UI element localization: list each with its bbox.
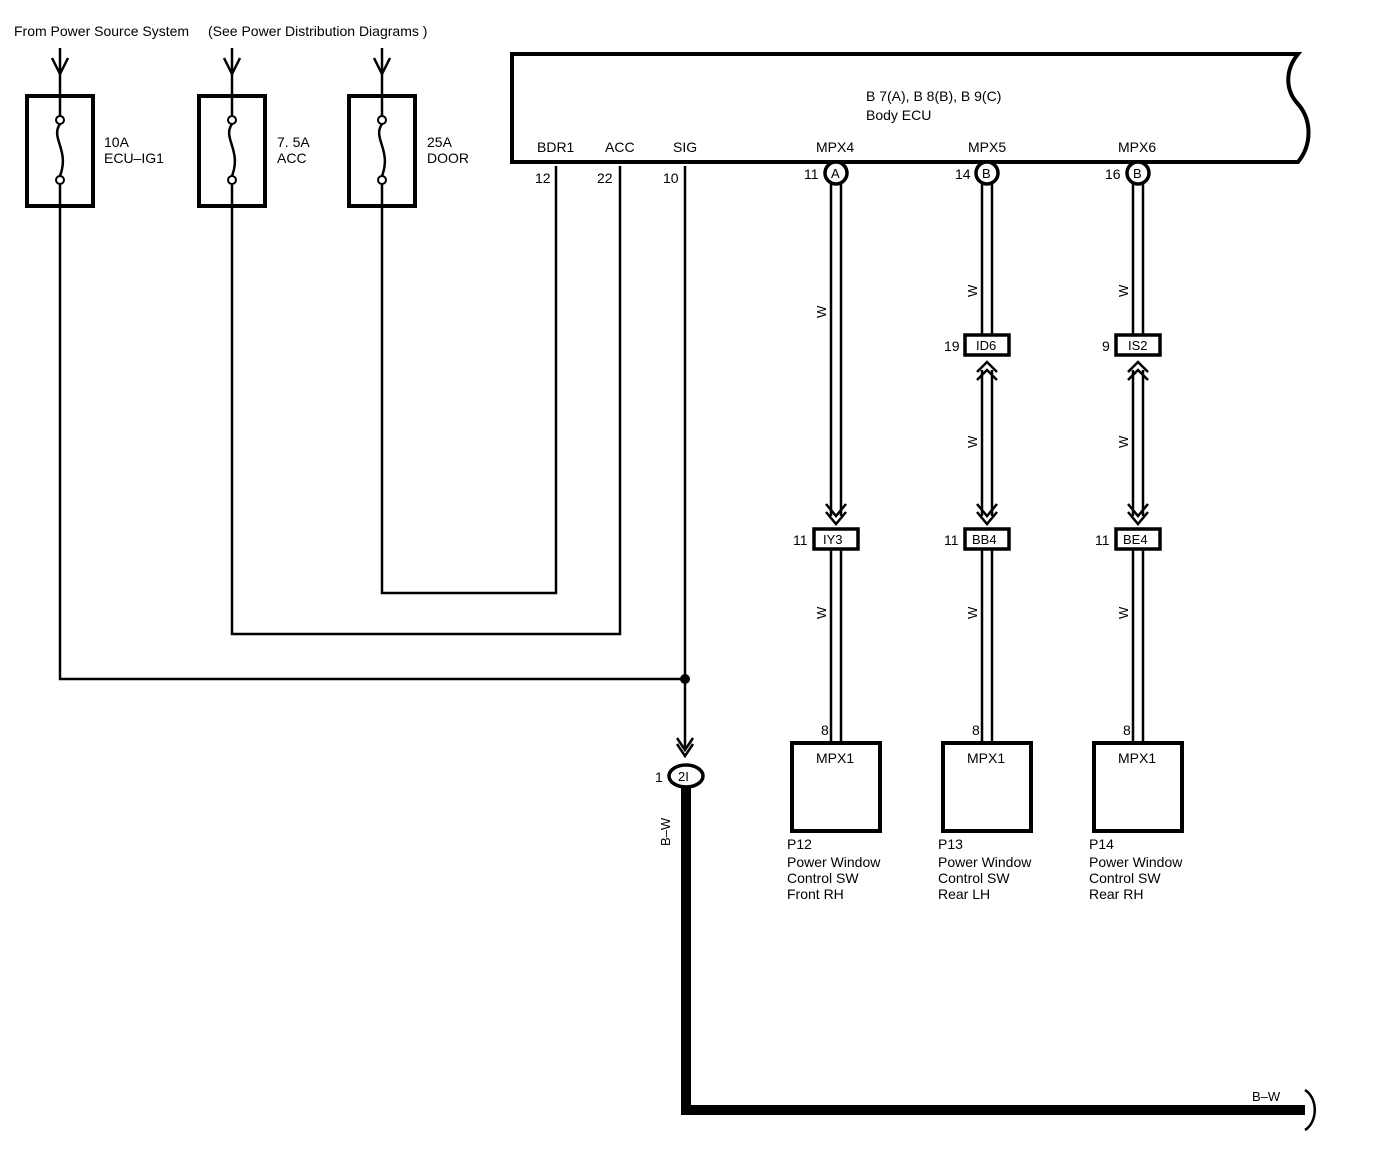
connector-id: BB4	[972, 532, 997, 547]
ground-wire: B–W B–W	[658, 788, 1316, 1132]
wire-color: B–W	[658, 817, 673, 846]
ecu-connectors: B 7(A), B 8(B), B 9(C)	[866, 88, 1001, 104]
pin-number: 8	[1123, 722, 1131, 738]
wire-color: W	[1116, 284, 1131, 297]
terminal-mpx6: MPX6	[1118, 139, 1156, 155]
pin-number: 14	[955, 166, 971, 182]
body-ecu: B 7(A), B 8(B), B 9(C) Body ECU BDR1 ACC…	[510, 52, 1311, 164]
switch-code: P13	[938, 836, 963, 852]
connector-id: IY3	[823, 532, 843, 547]
circuit-front-rh: A W 11 IY3 W 8 MPX1 P12 Power Window Con…	[787, 160, 882, 902]
connector-id: B	[1133, 166, 1142, 181]
terminal-acc: ACC	[605, 139, 635, 155]
circuit-rear-lh: B W 19 ID6 W 11 BB4 W 8 MPX1 P13 Power W…	[938, 160, 1033, 902]
ecu-name: Body ECU	[866, 107, 931, 123]
pin-number: 11	[944, 532, 959, 548]
switch-name-line1: Power Window	[787, 854, 881, 870]
pin-number: 1	[655, 769, 663, 785]
terminal-bdr1: BDR1	[537, 139, 575, 155]
connector-id: B	[982, 166, 991, 181]
switch-name-line2: Control SW	[1089, 870, 1161, 886]
fuse-rating: 10A	[104, 134, 130, 150]
pin-number: 9	[1102, 338, 1110, 354]
wire-color: W	[1116, 435, 1131, 448]
switch-name-line2: Control SW	[938, 870, 1010, 886]
fuse-acc: 7. 5A ACC	[197, 48, 310, 208]
pin-number: 22	[597, 170, 613, 186]
pin-number: 10	[663, 170, 679, 186]
fuse-name: ECU–IG1	[104, 150, 164, 166]
source-note: (See Power Distribution Diagrams )	[208, 23, 427, 39]
switch-terminal: MPX1	[1118, 750, 1156, 766]
wire-color: W	[814, 305, 829, 318]
fuse-rating: 7. 5A	[277, 134, 310, 150]
terminal-mpx5: MPX5	[968, 139, 1006, 155]
connector-id: BE4	[1123, 532, 1148, 547]
ground-connector: 1 2I	[655, 763, 705, 789]
pin-number: 8	[821, 722, 829, 738]
wire-color: W	[1116, 606, 1131, 619]
power-wires	[58, 166, 695, 759]
switch-code: P12	[787, 836, 812, 852]
switch-name-line1: Power Window	[938, 854, 1032, 870]
wire-color: W	[965, 435, 980, 448]
pin-number: 11	[804, 166, 819, 182]
switch-name-line3: Rear LH	[938, 886, 990, 902]
switch-name-line3: Rear RH	[1089, 886, 1143, 902]
terminal-sig: SIG	[673, 139, 697, 155]
pin-number: 8	[972, 722, 980, 738]
switch-terminal: MPX1	[967, 750, 1005, 766]
pin-number: 11	[1095, 532, 1110, 548]
connector-id: A	[831, 166, 840, 181]
pin-number: 11	[793, 532, 808, 548]
fuse-name: ACC	[277, 150, 307, 166]
wire-color: B–W	[1252, 1089, 1281, 1104]
source-prefix: From Power Source System	[14, 23, 189, 39]
fuse-ecu-ig1: 10A ECU–IG1	[25, 48, 164, 208]
pin-number: 19	[944, 338, 960, 354]
pin-number: 12	[535, 170, 551, 186]
wire-color: W	[965, 284, 980, 297]
connector-id: 2I	[678, 769, 689, 784]
fuse-rating: 25A	[427, 134, 453, 150]
switch-name-line1: Power Window	[1089, 854, 1183, 870]
terminal-mpx4: MPX4	[816, 139, 854, 155]
switch-terminal: MPX1	[816, 750, 854, 766]
switch-code: P14	[1089, 836, 1114, 852]
fuse-name: DOOR	[427, 150, 469, 166]
switch-name-line3: Front RH	[787, 886, 844, 902]
wire-color: W	[814, 606, 829, 619]
pin-number: 16	[1105, 166, 1121, 182]
connector-id: ID6	[976, 338, 996, 353]
circuit-rear-rh: B W 9 IS2 W 11 BE4 W 8 MPX1 P14 Power Wi…	[1089, 160, 1184, 902]
wire-color: W	[965, 606, 980, 619]
connector-id: IS2	[1128, 338, 1148, 353]
splice-point	[680, 674, 690, 684]
switch-name-line2: Control SW	[787, 870, 859, 886]
fuse-door: 25A DOOR	[347, 48, 469, 208]
